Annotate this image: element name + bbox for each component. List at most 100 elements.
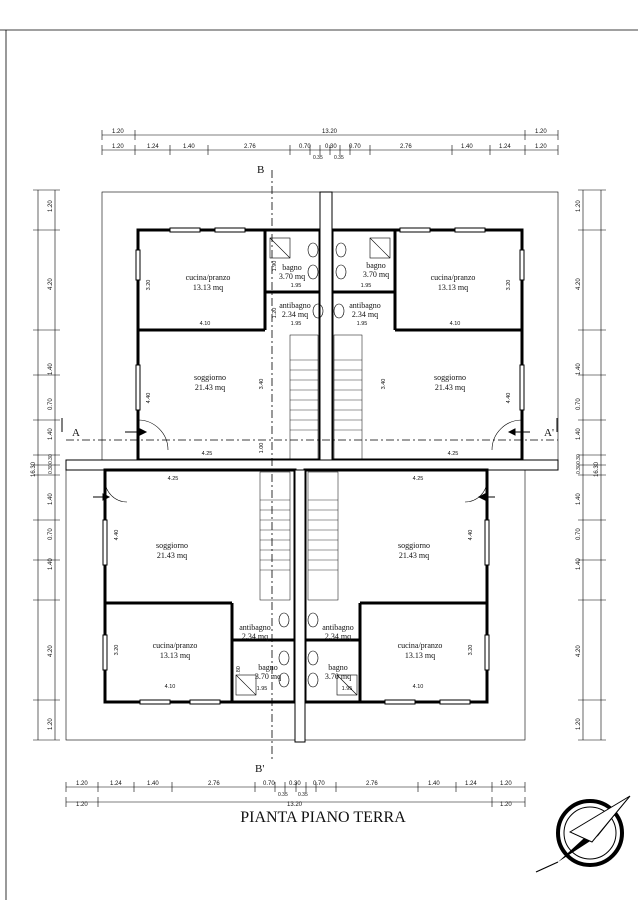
room-dim: 3.40 — [381, 379, 387, 390]
stair-treads — [260, 359, 362, 571]
dim-left: 0.70 — [48, 528, 54, 540]
dim-left: 1.40 — [48, 493, 54, 505]
room-living-lr: soggiorno — [398, 541, 430, 550]
room-kitchen-ll: cucina/pranzo — [153, 641, 198, 650]
room-dim: 4.40 — [506, 393, 512, 404]
room-kitchen-ul: cucina/pranzo — [186, 273, 231, 282]
dim-bottom-small: 0.35 — [298, 792, 308, 798]
dim-bottom-detail: 1.40 — [428, 781, 440, 787]
page-title: PIANTA PIANO TERRA — [240, 809, 406, 826]
dim-right: 0.70 — [576, 528, 582, 540]
door-swings — [104, 419, 523, 503]
dim-left: 0.30 — [48, 454, 54, 464]
room-kitchen-ur-area: 13.13 mq — [438, 283, 468, 292]
dim-top-detail: 1.20 — [112, 144, 124, 150]
dim-right: 0.70 — [576, 398, 582, 410]
dim-bottom-detail: 1.40 — [147, 781, 159, 787]
dim-bottom-detail: 0.70 — [263, 781, 275, 787]
room-dim: 1.95 — [291, 283, 302, 289]
room-living-ul-area: 21.43 mq — [195, 383, 225, 392]
room-kitchen-lr: cucina/pranzo — [398, 641, 443, 650]
dim-top-detail: 2.76 — [400, 144, 412, 150]
room-bath-ul: bagno — [282, 263, 302, 272]
dim-left: 1.40 — [48, 363, 54, 375]
room-dim: 4.10 — [413, 684, 424, 690]
section-label-a-prime: A' — [544, 427, 554, 439]
dim-bottom-small: 0.35 — [278, 792, 288, 798]
section-arrows — [61, 418, 558, 501]
dim-bottom-detail: 0.30 — [289, 781, 301, 787]
dim-right: 1.40 — [576, 428, 582, 440]
room-bath-ur-area: 3.70 mq — [363, 270, 389, 279]
dim-top-detail: 1.40 — [183, 144, 195, 150]
room-dim: 1.00 — [259, 443, 265, 454]
dim-top-small: 0.35 — [334, 155, 344, 161]
dim-bottom-detail: 1.20 — [500, 781, 512, 787]
room-dim: 4.25 — [448, 451, 459, 457]
room-living-ur: soggiorno — [434, 373, 466, 382]
dim-right: 0.30 — [576, 454, 582, 464]
room-dim: 3.20 — [468, 645, 474, 656]
room-bath-ur: bagno — [366, 261, 386, 270]
section-label-a: A — [72, 427, 80, 439]
room-dim: 1.95 — [257, 686, 268, 692]
dim-left: 4.20 — [48, 645, 54, 657]
dim-bottom-overall: 13.20 — [287, 802, 303, 808]
room-dim: 1.95 — [361, 283, 372, 289]
dim-right: 1.20 — [576, 200, 582, 212]
room-dim: 4.40 — [146, 393, 152, 404]
room-bath-lr: bagno — [328, 663, 348, 672]
room-antibath-ur: antibagno — [349, 301, 381, 310]
dim-left: 0.30 — [48, 464, 54, 474]
room-dim: 3.20 — [506, 280, 512, 291]
room-dim: 3.20 — [146, 280, 152, 291]
room-antibath-lr-area: 2.34 mq — [325, 632, 351, 641]
dim-bottom-overall: 1.20 — [500, 802, 512, 808]
dim-top-small: 0.35 — [313, 155, 323, 161]
room-antibath-ul: antibagno — [279, 301, 311, 310]
dim-left: 1.20 — [48, 200, 54, 212]
room-kitchen-lr-area: 13.13 mq — [405, 651, 435, 660]
room-bath-ul-area: 3.70 mq — [279, 272, 305, 281]
room-antibath-lr: antibagno — [322, 623, 354, 632]
dim-bottom-detail: 1.20 — [76, 781, 88, 787]
dim-top-detail: 1.24 — [147, 144, 159, 150]
room-living-lr-area: 21.43 mq — [399, 551, 429, 560]
room-kitchen-ur: cucina/pranzo — [431, 273, 476, 282]
north-arrow-icon — [535, 795, 631, 873]
dim-bottom-detail: 2.76 — [366, 781, 378, 787]
dim-top-detail: 1.40 — [461, 144, 473, 150]
room-bath-lr-area: 3.70 mq — [325, 672, 351, 681]
dim-left: 1.40 — [48, 558, 54, 570]
dim-right: 4.20 — [576, 645, 582, 657]
room-dim: 4.25 — [168, 476, 179, 482]
room-dim: 4.40 — [114, 530, 120, 541]
dim-left: 0.70 — [48, 398, 54, 410]
room-dim: .80 — [236, 666, 242, 674]
room-dim: 1.90 — [272, 261, 278, 272]
room-kitchen-ll-area: 13.13 mq — [160, 651, 190, 660]
dim-bottom-detail: 1.24 — [465, 781, 477, 787]
dim-bottom-detail: 1.24 — [110, 781, 122, 787]
room-dim: 4.40 — [468, 530, 474, 541]
dim-top-3: 1.20 — [535, 129, 547, 135]
room-dim: 3.40 — [259, 379, 265, 390]
dim-top-1: 1.20 — [112, 129, 124, 135]
section-lines — [66, 170, 558, 760]
room-dim: 1.95 — [342, 686, 353, 692]
dim-top-detail: 1.20 — [535, 144, 547, 150]
top-dimension-chain — [101, 130, 559, 155]
dim-right: 1.20 — [576, 718, 582, 730]
dim-right: 1.40 — [576, 363, 582, 375]
room-bath-ll: bagno — [258, 663, 278, 672]
dim-left: 4.20 — [48, 278, 54, 290]
room-antibath-ur-area: 2.34 mq — [352, 310, 378, 319]
dim-bottom-detail: 0.70 — [313, 781, 325, 787]
dim-bottom-detail: 2.76 — [208, 781, 220, 787]
dim-total-height-left: 16.30 — [31, 461, 37, 477]
room-living-ll: soggiorno — [156, 541, 188, 550]
room-dim: 3.20 — [114, 645, 120, 656]
windows — [102, 227, 525, 705]
room-kitchen-ul-area: 13.13 mq — [193, 283, 223, 292]
room-dim: 4.10 — [450, 321, 461, 327]
